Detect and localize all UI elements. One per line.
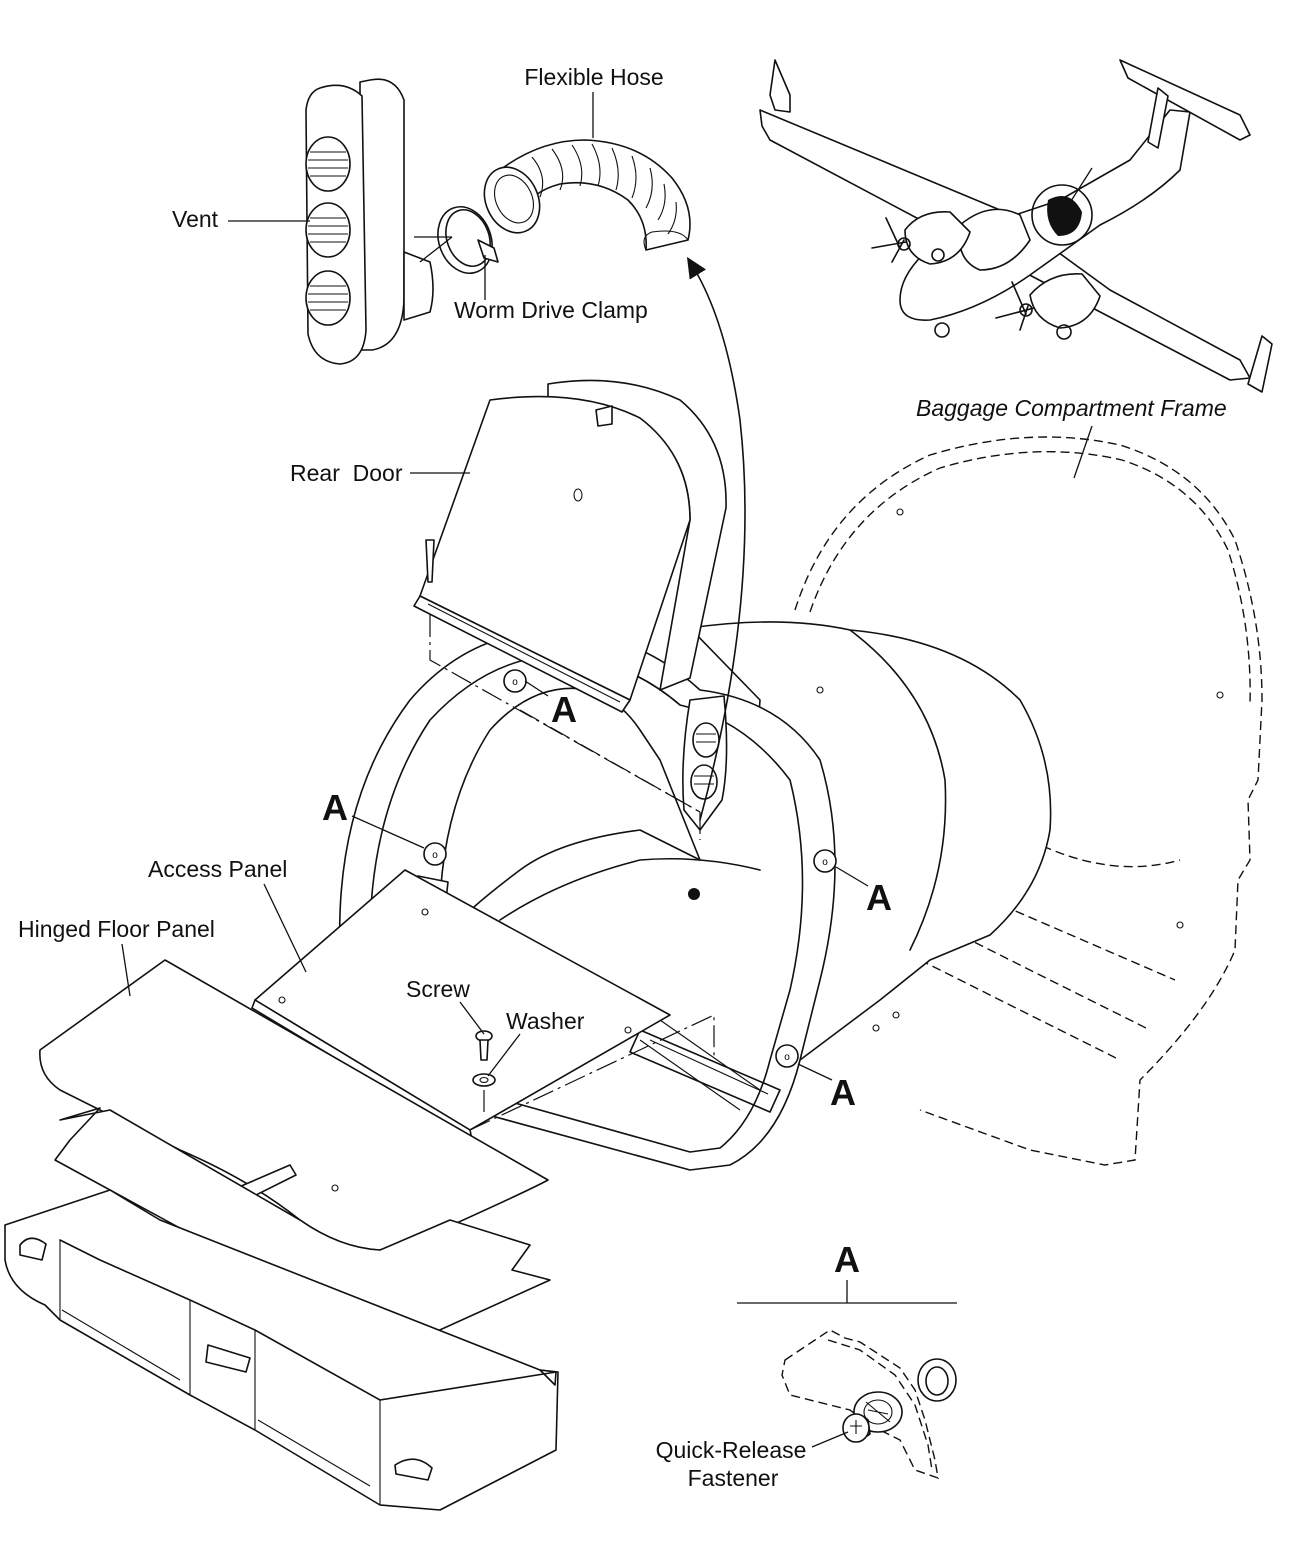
flexible-hose [483,139,691,251]
left-engine-nacelle [871,211,971,265]
label-vent: Vent [172,206,219,232]
callout-marker-2: o [423,842,447,866]
callout-marker-1: o [503,669,527,693]
callout-a-lower-right: A [830,1072,856,1113]
callout-marker-3: o [813,849,837,873]
label-quick-release-line2: Fastener [688,1465,779,1491]
label-quick-release-line1: Quick-Release [656,1437,807,1463]
svg-text:o: o [784,1052,790,1063]
quick-release-fastener [842,1391,903,1443]
worm-drive-clamp [437,206,499,274]
svg-text:o: o [432,850,438,861]
callout-a-rear-door: A [551,689,577,730]
callout-marker-4: o [775,1044,799,1068]
washer [472,1073,496,1087]
label-flexible-hose: Flexible Hose [524,64,663,90]
nut [688,888,700,900]
screw [475,1030,493,1061]
detail-a-title: A [834,1239,860,1280]
detail-a-view [737,1280,957,1480]
label-worm-drive-clamp: Worm Drive Clamp [454,297,648,323]
grommet-ring [917,1358,957,1402]
vent-outlet-middle [305,202,351,258]
vent-outlet-bottom [305,270,351,326]
svg-text:o: o [822,857,828,868]
vent-assembly [305,78,434,365]
rear-door [413,379,727,713]
leader-lines [121,92,1093,1081]
callout-a-right-frame: A [866,877,892,918]
label-baggage-compartment-frame: Baggage Compartment Frame [916,395,1227,421]
label-access-panel: Access Panel [148,856,287,882]
label-washer: Washer [506,1008,585,1034]
floor-tray-rail [629,1029,781,1113]
centerlines [429,615,715,1131]
label-screw: Screw [406,976,470,1002]
label-hinged-floor-panel: Hinged Floor Panel [18,916,215,942]
routing-arrow [686,256,746,821]
right-engine-nacelle [995,273,1101,331]
label-rear-door: Rear Door [290,460,403,486]
aircraft-locator-view [759,59,1273,393]
vent-outlet-top [305,136,351,192]
callout-a-left-frame: A [322,787,348,828]
baggage-compartment-frame [794,436,1263,1166]
svg-text:o: o [512,677,518,688]
center-vent-strip [682,695,728,831]
baggage-tray [4,1189,559,1511]
